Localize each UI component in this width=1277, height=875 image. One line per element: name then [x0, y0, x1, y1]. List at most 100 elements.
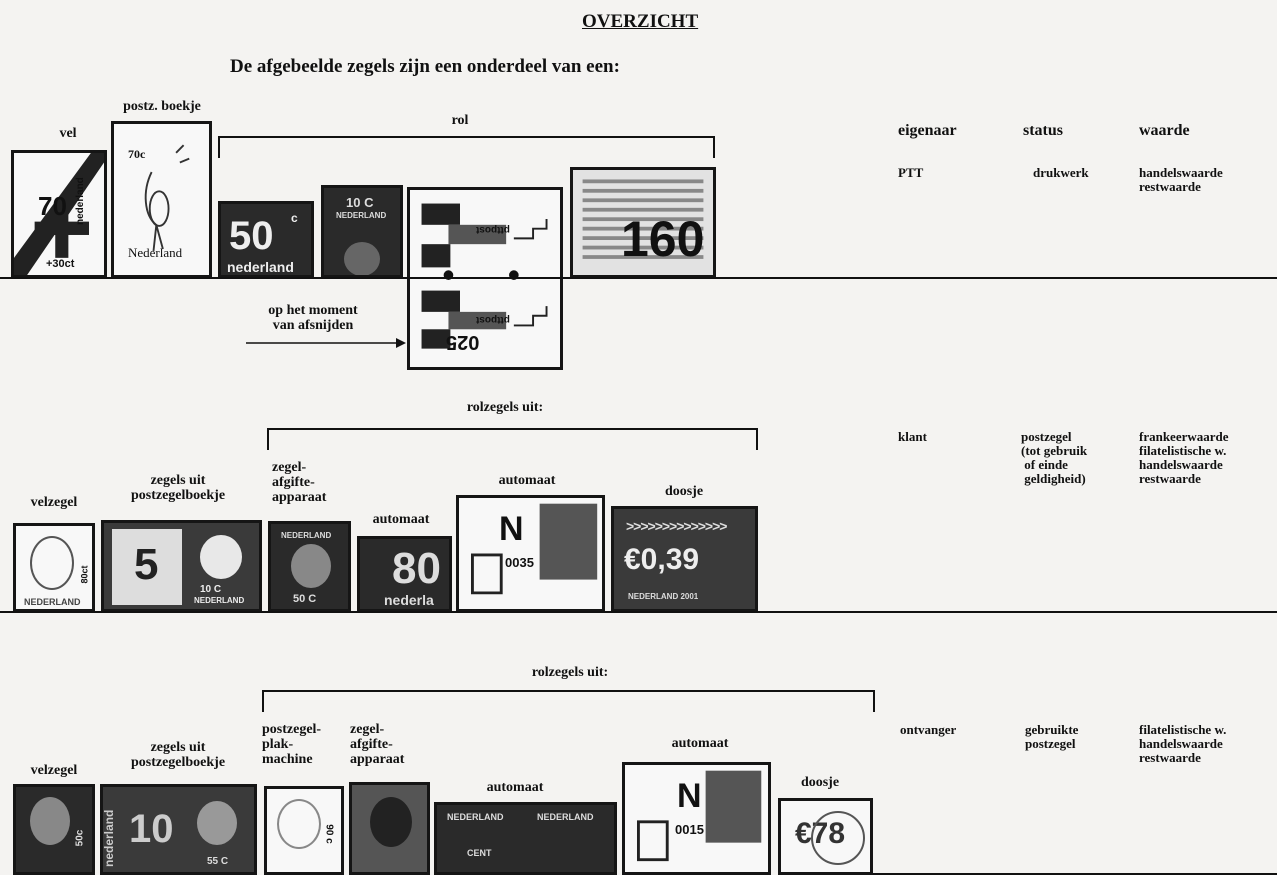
stamp-boekje-2: 5 10 C NEDERLAND: [101, 520, 262, 612]
section2-owner: klant: [898, 429, 927, 444]
portrait-icon: [30, 797, 70, 845]
section-divider-1: [0, 277, 1277, 279]
section3-status: gebruikte postzegel: [1025, 722, 1079, 752]
stamp-automaat-3a: NEDERLAND CENT NEDERLAND: [434, 802, 617, 875]
label-postzegelboekje: postz. boekje: [123, 99, 201, 114]
stamp-vel-surcharge: +30ct: [46, 258, 75, 270]
page-title: OVERZICHT: [582, 11, 699, 32]
doosje-2-pattern: >>>>>>>>>>>>>>: [626, 518, 727, 534]
portrait-icon: [370, 797, 412, 847]
stamp-automaat-3b-graphic: [636, 770, 762, 862]
stamp-automaat-3a-country-2: NEDERLAND: [537, 812, 594, 822]
stamp-automaat-2b: N 0035: [456, 495, 605, 612]
stamp-strip-value: 025: [446, 331, 480, 353]
label-zegelafgifte-2: zegel- afgifte- apparaat: [272, 460, 327, 506]
stamp-rol-50-value: 50: [229, 214, 274, 258]
label-automaat-3a: automaat: [486, 780, 544, 795]
stamp-vel-value: 70: [38, 191, 67, 221]
section2-status: postzegel (tot gebruik of einde geldighe…: [1021, 429, 1088, 487]
portrait-icon: [291, 544, 331, 588]
column-header-owner: eigenaar: [898, 122, 957, 139]
stamp-160-value: 160: [621, 211, 705, 267]
page-subtitle: De afgebeelde zegels zijn een onderdeel …: [230, 56, 620, 77]
label-plakmachine-3: postzegel- plak- machine: [262, 722, 322, 768]
stamp-boekje-2-country: NEDERLAND: [194, 596, 245, 605]
label-velzegel-3: velzegel: [30, 763, 78, 778]
label-rolzegels-uit-2: rolzegels uit:: [466, 400, 544, 415]
section3-owner: ontvanger: [900, 722, 957, 737]
label-automaat-2b: automaat: [498, 473, 556, 488]
stamp-automaat-3a-country: NEDERLAND: [447, 812, 504, 822]
stamp-boekje-3: 10 nederland 55 C: [100, 784, 257, 875]
stamp-boekje-3-value1: 10: [129, 807, 174, 851]
stamp-plakmachine-3-value: 90 c: [323, 824, 335, 844]
stamp-automaat-3b: N 0015: [622, 762, 771, 875]
portrait-icon: [344, 242, 380, 275]
section2-value: frankeerwaarde filatelistische w. handel…: [1139, 429, 1229, 487]
arrow-icon: [246, 338, 406, 348]
label-zegels-uit-boekje-3: zegels uit postzegelboekje: [130, 740, 226, 771]
bracket-rolzegels-2: [267, 428, 758, 450]
stamp-doosje-3: €78: [778, 798, 873, 875]
stamp-plakmachine-3: 90 c: [264, 786, 344, 875]
stamp-boekje-2-value2: 10 C: [200, 584, 222, 595]
label-zegelafgifte-3: zegel- afgifte- apparaat: [350, 722, 405, 768]
label-zegels-uit-boekje-2: zegels uit postzegelboekje: [130, 473, 226, 504]
stamp-boekje-3-value2: 55 C: [207, 856, 229, 867]
column-header-value: waarde: [1139, 122, 1190, 139]
stamp-afgifte-2-value: 50 C: [293, 593, 317, 605]
stamp-rol-50-country: nederland: [227, 259, 294, 275]
label-doosje-3: doosje: [800, 775, 840, 790]
stamp-automaat-2a: 80 nederla: [357, 536, 452, 612]
stamp-doosje-2-country: NEDERLAND 2001: [628, 592, 699, 601]
column-header-status: status: [1023, 122, 1064, 139]
label-doosje-2: doosje: [664, 484, 704, 499]
portrait-icon: [277, 799, 321, 849]
stamp-automaat-3a-value: CENT: [467, 848, 492, 858]
bracket-rolzegels-3: [262, 690, 875, 712]
stamp-strip-graphic: [421, 203, 548, 349]
stamp-velzegel-2: 80ct NEDERLAND: [13, 523, 95, 612]
label-rolzegels-uit-3: rolzegels uit:: [531, 665, 609, 680]
label-rol: rol: [451, 113, 469, 128]
stamp-velzegel-2-country: NEDERLAND: [24, 597, 81, 607]
stamp-160-pattern: [582, 179, 704, 259]
stamp-afgifte-3: [349, 782, 430, 875]
section-divider-3: [873, 873, 1277, 875]
stamp-afgifte-2-country: NEDERLAND: [281, 531, 332, 540]
stamp-doosje-2-value: €0,39: [624, 543, 700, 576]
stamp-strip-text-2: pttpost: [476, 314, 510, 325]
stamp-automaat-2b-graphic: [470, 503, 598, 595]
stamp-automaat-2a-country: nederla: [384, 592, 434, 608]
label-vel: vel: [59, 126, 77, 141]
stamp-velzegel-2-value: 80ct: [79, 565, 90, 584]
stamp-boekje-country: Nederland: [128, 245, 183, 260]
portrait-icon: [200, 535, 242, 579]
portrait-icon: [197, 801, 237, 845]
stamp-vel: 70 nederland +30ct: [11, 150, 107, 278]
stamp-rol-50: 50 c nederland: [218, 201, 314, 278]
stamp-afgifte-2: NEDERLAND 50 C: [268, 521, 351, 612]
section3-value: filatelistische w. handelswaarde restwaa…: [1139, 722, 1227, 766]
stamp-doosje-2: >>>>>>>>>>>>>> €0,39 NEDERLAND 2001: [611, 506, 758, 612]
section1-status: drukwerk: [1033, 165, 1089, 180]
label-op-het-moment: op het moment van afsnijden: [268, 303, 358, 334]
stamp-vel-country: nederland: [75, 177, 86, 225]
section-divider-2: [0, 611, 1277, 613]
section1-value: handelswaarde restwaarde: [1139, 165, 1223, 195]
label-automaat-2a: automaat: [372, 512, 430, 527]
portrait-icon: [30, 536, 74, 590]
stamp-vel-graphic: [14, 153, 104, 275]
stamp-boekje-3-country: nederland: [102, 809, 116, 867]
stamp-velzegel-3: 50c: [13, 784, 95, 875]
stamp-strip-text-1: pttpost: [476, 224, 510, 235]
bracket-rol: [218, 136, 715, 158]
stamp-velzegel-3-value: 50c: [74, 829, 86, 847]
stamp-boekje-2-value1: 5: [134, 540, 159, 589]
stamp-160: 160: [570, 167, 716, 278]
stamp-automaat-2a-value: 80: [392, 544, 441, 593]
section1-owner: PTT: [898, 165, 924, 180]
stamp-automaat-3b-letter: N: [677, 777, 702, 815]
postmark-icon: [811, 811, 865, 865]
stamp-rol-10c-value: 10 C: [346, 195, 374, 210]
